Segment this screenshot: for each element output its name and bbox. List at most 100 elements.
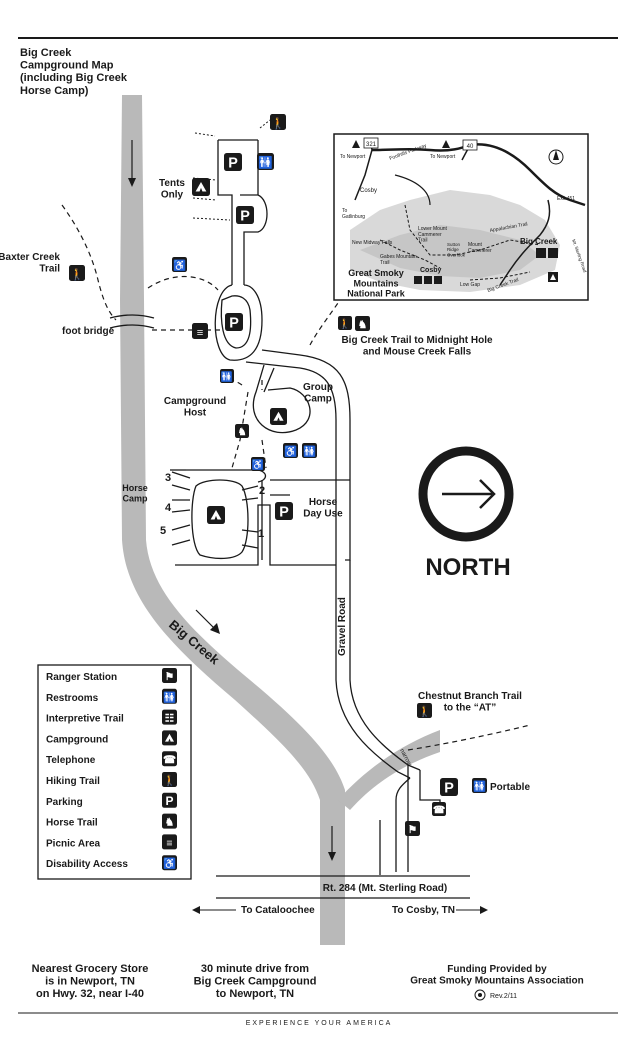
legend-label: Picnic Area xyxy=(46,838,101,849)
svg-text:P: P xyxy=(165,794,173,808)
legend-label: Interpretive Trail xyxy=(46,714,124,725)
svg-text:P: P xyxy=(240,208,250,224)
portable-label: Portable xyxy=(490,782,530,793)
tagline: EXPERIENCE YOUR AMERICA xyxy=(246,1020,393,1027)
tent-pads xyxy=(192,119,271,221)
legend-row: Campground xyxy=(46,730,177,746)
parking-icon: P xyxy=(440,778,458,796)
disability-access-icon: ♿ xyxy=(162,855,177,871)
svg-text:🚻: 🚻 xyxy=(303,445,316,458)
hiking-trail-icon: 🚶 xyxy=(270,114,286,130)
campground-icon xyxy=(162,730,177,746)
legend-label: Ranger Station xyxy=(46,672,117,683)
to-cataloochee-arrow xyxy=(192,906,236,914)
site-number-2: 2 xyxy=(259,485,265,497)
disability-access-icon: ♿ xyxy=(251,457,265,471)
north-label: NORTH xyxy=(425,554,510,581)
svg-text:♞: ♞ xyxy=(358,319,367,331)
campground-icon xyxy=(270,408,287,425)
interpretive-trail-icon: ☷ xyxy=(162,709,177,725)
svg-text:🚻: 🚻 xyxy=(221,371,233,383)
disability-access-icon: ♿ xyxy=(283,443,298,458)
foot-bridge-label: foot bridge xyxy=(62,326,115,337)
inset-big-creek: Big Creek xyxy=(520,237,558,246)
svg-text:P: P xyxy=(279,504,289,520)
site-number-3: 3 xyxy=(165,472,171,484)
site-number-4: 4 xyxy=(165,502,172,514)
svg-text:P: P xyxy=(444,780,454,796)
disability-access-icon: ♿ xyxy=(172,257,187,272)
inset-route-40: 40 xyxy=(467,144,474,150)
svg-text:🚶: 🚶 xyxy=(163,774,176,787)
baxter-creek-trail-path xyxy=(61,204,117,321)
campground-roads xyxy=(170,139,470,899)
inset-cosby: Cosby xyxy=(420,267,442,274)
svg-text:♿: ♿ xyxy=(163,857,176,870)
gsma-logo-icon xyxy=(474,989,486,1001)
big-creek-river xyxy=(120,95,440,945)
svg-text:☎: ☎ xyxy=(163,754,177,766)
parking-icon: P xyxy=(162,792,177,808)
svg-text:♞: ♞ xyxy=(238,427,247,438)
legend-row: Interpretive Trail ☷ xyxy=(46,709,177,725)
svg-text:🚻: 🚻 xyxy=(163,691,176,704)
restrooms-icon: 🚻 xyxy=(162,688,177,704)
legend-row: Restrooms🚻 xyxy=(46,688,177,704)
svg-text:≡: ≡ xyxy=(197,327,204,339)
svg-text:⚑: ⚑ xyxy=(165,671,174,683)
legend-label: Parking xyxy=(46,797,83,808)
hiking-trail-icon: 🚶 xyxy=(69,265,85,281)
campground-icon xyxy=(192,178,210,196)
telephone-icon: ☎ xyxy=(162,751,177,767)
dashed-trails xyxy=(147,276,531,751)
site-number-5: 5 xyxy=(160,525,166,537)
legend-row: Picnic Area≡ xyxy=(46,834,177,850)
inset-to-newport-right: To Newport xyxy=(430,154,456,160)
horse-trail-icon: ♞ xyxy=(162,813,177,829)
to-cataloochee-label: To Cataloochee xyxy=(241,905,315,916)
foot-bridge xyxy=(109,314,155,329)
parking-icon: P xyxy=(236,206,254,224)
to-cosby-label: To Cosby, TN xyxy=(392,905,455,916)
horse-trail-icon: ♞ xyxy=(235,424,249,438)
svg-text:🚻: 🚻 xyxy=(473,780,486,793)
legend-label: Hiking Trail xyxy=(46,776,100,787)
parking-icon: P xyxy=(275,502,293,520)
horse-trail-icon: ♞ xyxy=(355,316,370,331)
legend-row: Telephone☎ xyxy=(46,751,177,767)
creek-flow-arrow-bottom xyxy=(328,826,336,861)
svg-text:♞: ♞ xyxy=(165,817,174,829)
restrooms-icon: 🚻 xyxy=(220,369,234,383)
legend-row: Horse Trail♞ xyxy=(46,813,177,829)
north-arrow-icon xyxy=(418,446,514,542)
inset-route-321: 321 xyxy=(366,142,377,148)
svg-text:♿: ♿ xyxy=(252,459,264,471)
legend: Ranger Station ⚑ Restrooms🚻 Interpretive Tr… xyxy=(37,664,192,880)
campground-icon xyxy=(207,506,225,524)
svg-text:🚶: 🚶 xyxy=(70,267,84,281)
restrooms-icon: 🚻 xyxy=(302,443,317,458)
svg-text:🚶: 🚶 xyxy=(418,705,431,718)
gravel-road-label: Gravel Road xyxy=(337,597,348,656)
restrooms-icon: 🚻 xyxy=(257,153,274,170)
legend-label: Disability Access xyxy=(46,859,128,870)
site-number-1: 1 xyxy=(258,528,264,540)
inset-low-gap: Low Gap xyxy=(460,282,480,288)
inset-map: 321 40 To Newport To Newport Foothills P… xyxy=(333,133,589,301)
creek-flow-arrow-top xyxy=(128,140,136,187)
legend-row: Ranger Station ⚑ xyxy=(46,668,177,683)
legend-row: Hiking Trail 🚶 xyxy=(46,772,177,787)
revision-label: Rev.2/11 xyxy=(490,993,517,1000)
